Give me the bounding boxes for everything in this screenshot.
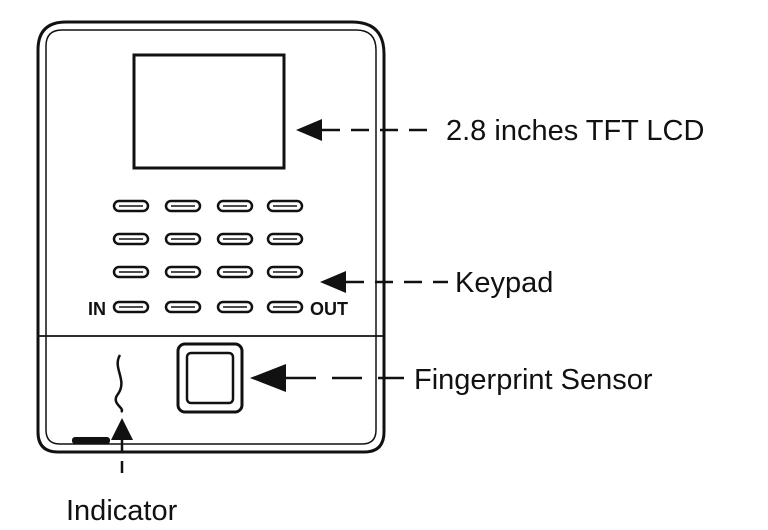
keypad-key: [216, 199, 254, 213]
keypad-key: [164, 300, 202, 314]
keypad-key: [112, 199, 150, 213]
callout-fingerprint: [250, 364, 404, 392]
callout-keypad: [320, 271, 448, 293]
keypad-key: [216, 265, 254, 279]
keypad-key: [164, 199, 202, 213]
callout-keypad-label: Keypad: [455, 267, 553, 299]
keypad-key: [164, 265, 202, 279]
callout-lcd: [296, 119, 436, 141]
out-label: OUT: [310, 299, 348, 319]
keypad-key: [164, 232, 202, 246]
indicator-light-icon: [114, 354, 124, 413]
keypad-key: [112, 232, 150, 246]
lcd-screen: [132, 53, 286, 170]
keypad-key: [216, 232, 254, 246]
fingerprint-sensor: [176, 342, 244, 414]
keypad-key: [266, 300, 304, 314]
keypad-key: [266, 199, 304, 213]
keypad-key: [112, 265, 150, 279]
callout-fingerprint-label: Fingerprint Sensor: [414, 364, 653, 396]
keypad-key: [112, 300, 150, 314]
keypad-key: [216, 300, 254, 314]
callout-indicator-label: Indicator: [66, 495, 178, 527]
keypad-key: [266, 232, 304, 246]
in-label: IN: [88, 299, 106, 319]
base-slot: [72, 437, 110, 444]
keypad-key: [266, 265, 304, 279]
callout-lcd-label: 2.8 inches TFT LCD: [446, 115, 704, 147]
device-body: [36, 20, 386, 454]
keypad: [112, 199, 304, 314]
callout-indicator: [111, 418, 133, 482]
